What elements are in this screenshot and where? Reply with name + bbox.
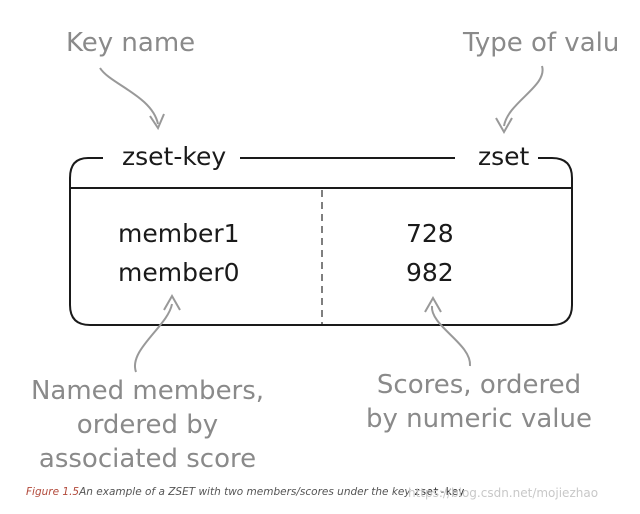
key-name-arrowhead [149, 113, 165, 131]
figure-caption: Figure 1.5An example of a ZSET with two … [26, 486, 465, 498]
members-label-line: ordered by [76, 410, 219, 440]
caption-text: with two members/scores under the key [195, 486, 414, 498]
members-label-line: associated score [38, 444, 257, 474]
member-cell: member0 [118, 258, 240, 287]
scores-label-line: by numeric value [366, 404, 592, 434]
caption-zset: ZSET [168, 486, 196, 498]
zset-key-text: zset-key [118, 142, 231, 171]
type-arrow [503, 65, 544, 127]
score-cell: 728 [406, 219, 454, 248]
zset-type-text: zset [474, 142, 534, 171]
scores-label: Scores, ordered by numeric value [360, 368, 598, 436]
key-name-arrow [99, 67, 159, 125]
score-cell: 982 [406, 258, 454, 287]
member-cell: member1 [118, 219, 240, 248]
scores-arrow [430, 305, 472, 367]
scores-arrowhead [424, 295, 442, 313]
box-outline [69, 157, 573, 326]
scores-label-line: Scores, ordered [376, 370, 582, 400]
key-name-label: Key name [66, 28, 196, 58]
members-label-line: Named members, [30, 376, 265, 406]
named-members-label: Named members, ordered by associated sco… [20, 374, 275, 476]
members-arrowhead [163, 293, 181, 311]
type-of-value-label: Type of valu [463, 28, 620, 58]
caption-key: zset-key [413, 486, 465, 498]
figure-number: Figure 1.5 [26, 486, 80, 498]
caption-text: An example of a [79, 486, 169, 498]
watermark: https://blog.csdn.net/mojiezhao [408, 486, 599, 500]
type-arrowhead [495, 117, 513, 135]
members-arrow [133, 303, 173, 373]
